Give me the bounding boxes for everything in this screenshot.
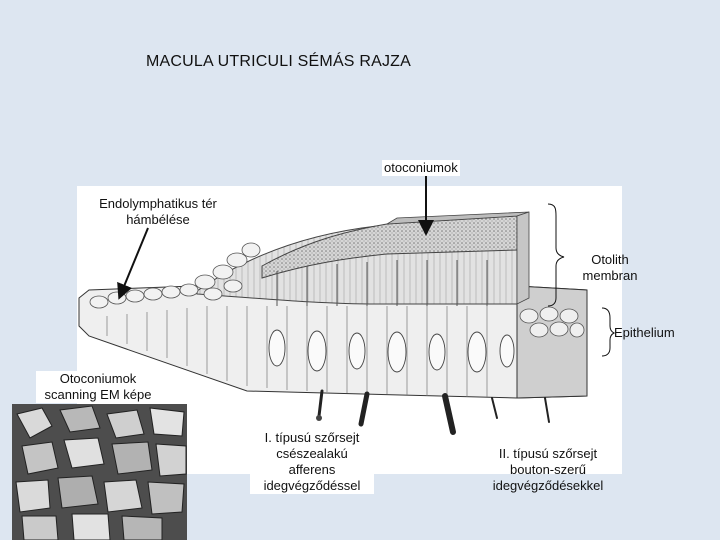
- block-side-face: [516, 285, 588, 399]
- label-sem: Otoconiumok scanning EM képe: [36, 371, 160, 403]
- label-type1-line2: csészealakú: [276, 446, 348, 461]
- supporting-cells: [519, 306, 585, 338]
- label-type2-line3: idegvégződésekkel: [492, 478, 604, 493]
- label-otoconia: otoconiumok: [382, 160, 460, 176]
- label-type1-line1: I. típusú szőrsejt: [264, 430, 360, 445]
- sem-image: [12, 404, 187, 540]
- label-endolymph: Endolymphatikus tér hámbélése: [88, 196, 228, 228]
- nerve-fibers: [317, 389, 550, 435]
- label-sem-line1: Otoconiumok: [59, 371, 137, 386]
- lining-cells: [89, 242, 261, 309]
- label-sem-line2: scanning EM képe: [44, 387, 152, 402]
- epithelial-cell-columns: [106, 306, 488, 397]
- label-type2-hair-cell: II. típusú szőrsejt bouton-szerű idegvég…: [482, 446, 614, 494]
- hair-bundles: [276, 260, 488, 306]
- nerve-ending: [316, 415, 322, 421]
- hair-cells: [268, 329, 515, 373]
- slide-title: MACULA UTRICULI SÉMÁS RAJZA: [146, 53, 412, 70]
- label-type1-line4: idegvégződéssel: [263, 478, 361, 493]
- label-otolith-line1: Otolith: [591, 252, 629, 267]
- label-epithelium: Epithelium: [614, 325, 675, 340]
- sem-crystals: [15, 405, 187, 540]
- label-endolymph-line2: hámbélése: [126, 212, 190, 227]
- label-endolymph-line1: Endolymphatikus tér: [99, 196, 217, 211]
- label-type2-line2: bouton-szerű: [510, 462, 586, 477]
- label-type1-line3: afferens: [288, 462, 336, 477]
- membrane-side: [516, 211, 530, 305]
- label-otolith-line2: membran: [582, 268, 638, 283]
- label-type2-line1: II. típusú szőrsejt: [498, 446, 598, 461]
- label-otolith-membrane: Otolith membran: [572, 252, 648, 284]
- label-type1-hair-cell: I. típusú szőrsejt csészealakú afferens …: [250, 430, 374, 494]
